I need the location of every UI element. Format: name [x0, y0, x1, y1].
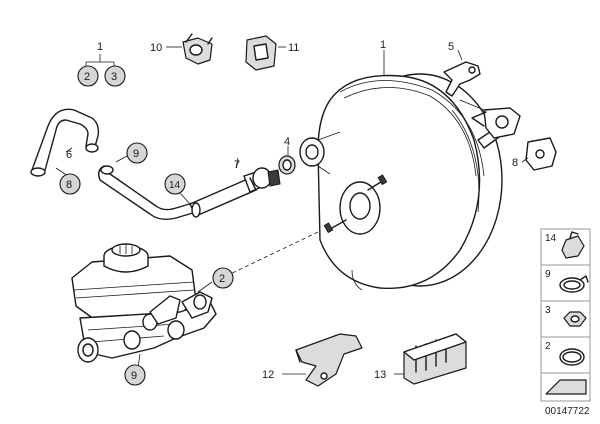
- callout-14: 14: [164, 173, 191, 205]
- legend-label-14: 14: [545, 233, 557, 244]
- legend-label-2: 2: [545, 341, 551, 352]
- legend-clip-icon: [561, 235, 585, 259]
- callout-8-left: 8: [55, 167, 81, 195]
- callout-1: 1: [380, 39, 386, 51]
- legend-wedge-icon: [545, 379, 587, 395]
- svg-text:9: 9: [131, 370, 137, 382]
- callout-6: 6: [66, 149, 72, 161]
- part-13-pad: 13: [374, 333, 467, 385]
- part-5-clevis: 5: [443, 41, 521, 139]
- callout-9-lower: 9: [124, 353, 146, 386]
- part-8-clip-right: 8: [512, 137, 557, 171]
- callout-circle-2: [77, 65, 99, 87]
- callout-4: 4: [284, 136, 290, 148]
- callout-10: 10: [150, 42, 162, 54]
- master-cylinder: [71, 243, 217, 363]
- callout-2-mid: 2: [197, 231, 319, 293]
- callout-group-1-2-3: 1 2 3: [77, 41, 126, 87]
- diagram-reference-number: 00147722: [545, 406, 590, 417]
- svg-text:14: 14: [169, 180, 181, 191]
- callout-12: 12: [262, 369, 274, 381]
- part-1-brake-booster: 1: [299, 39, 507, 291]
- legend-label-9: 9: [545, 269, 551, 280]
- callout-7: 7: [234, 159, 240, 171]
- part-4-grommet: 4: [278, 136, 296, 175]
- part-6-hose: 6: [30, 108, 100, 177]
- callout-circle-3: [104, 65, 126, 87]
- callout-9-upper: 9: [115, 142, 148, 164]
- svg-text:2: 2: [219, 273, 225, 285]
- callout-5: 5: [448, 41, 454, 53]
- part-12-bracket: 12: [262, 333, 363, 387]
- svg-text:8: 8: [66, 179, 72, 191]
- callout-13: 13: [374, 369, 386, 381]
- callout-2-top: 2: [84, 71, 90, 83]
- part-11-grommet: 11: [245, 35, 299, 71]
- part-7-vacuum-hose: 7: [97, 157, 281, 221]
- callout-3-top: 3: [111, 71, 117, 83]
- part-10-clip: 10: [150, 33, 213, 65]
- callout-1-top: 1: [97, 41, 103, 53]
- legend-label-3: 3: [545, 305, 551, 316]
- svg-text:9: 9: [133, 148, 139, 160]
- legend-panel: 14 9 3 2: [540, 228, 591, 402]
- callout-11: 11: [288, 42, 299, 54]
- callout-8-right: 8: [512, 157, 518, 169]
